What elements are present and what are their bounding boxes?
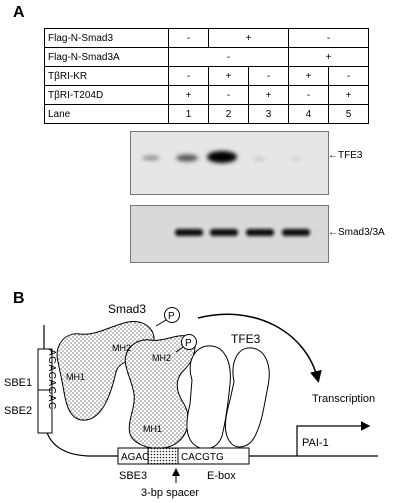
- band-lane-5: [282, 229, 310, 236]
- pai1-label: PAI-1: [302, 437, 329, 449]
- tfe3-lobe-right: [224, 347, 270, 448]
- band-lane-4: [253, 157, 265, 161]
- tfe3-lobe-left: [186, 345, 231, 450]
- table-row: Lane 1 2 3 4 5: [44, 104, 369, 124]
- sbe1-label: SBE1: [4, 377, 32, 389]
- band-lane-3: [207, 151, 237, 163]
- lane-number: 3: [248, 104, 289, 124]
- spacer-box: [147, 447, 179, 465]
- lane-number: 5: [328, 104, 369, 124]
- lane-number: 4: [288, 104, 329, 124]
- phospho-circle-1: [164, 307, 180, 323]
- arrow-left-icon: ←: [328, 227, 338, 238]
- agac-box-label: AGAC: [121, 452, 149, 463]
- condition-table: Flag-N-Smad3 - + - Flag-N-Smad3A - + TβR…: [44, 28, 369, 124]
- smad3-band-label: ←Smad3/3A: [328, 227, 385, 238]
- transcription-curved-arrow: [197, 313, 322, 383]
- smad3-subunit-2: [124, 335, 196, 449]
- panel-a-letter: A: [13, 4, 25, 21]
- arrow-left-icon: ←: [328, 150, 338, 161]
- mh1-label-1: MH1: [66, 372, 85, 382]
- band-lane-5: [291, 157, 301, 161]
- band-lane-2: [176, 154, 198, 162]
- table-row: Flag-N-Smad3A - +: [44, 47, 369, 67]
- sbe-vertical-sequence: AGACAGAC: [46, 349, 57, 410]
- smad3-label: Smad3: [108, 302, 146, 316]
- ebox-label: E-box: [207, 470, 236, 482]
- tfe3-band-label: ←TFE3: [328, 150, 363, 161]
- sbe2-label: SBE2: [4, 405, 32, 417]
- cacgtg-box: [177, 447, 250, 465]
- blot-tfe3-bands: [142, 151, 301, 163]
- phospho-link: [155, 319, 167, 327]
- transcription-label: Transcription: [312, 393, 375, 405]
- mh2-label-2: MH2: [152, 353, 171, 363]
- band-lane-4: [246, 229, 274, 236]
- tfe3-label: TFE3: [231, 332, 261, 346]
- lane-number: 1: [168, 104, 209, 124]
- phospho-circle-2: [181, 334, 197, 350]
- blot-smad3: [130, 205, 329, 263]
- lane-number: 2: [208, 104, 249, 124]
- cacgtg-box-label: CACGTG: [181, 452, 224, 463]
- sbe3-label: SBE3: [119, 470, 147, 482]
- mh1-label-2: MH1: [143, 424, 162, 434]
- blot-tfe3: [130, 131, 329, 195]
- phospho-label-1: P: [168, 311, 175, 322]
- promoter-arrow: [296, 421, 371, 456]
- phospho-link: [175, 346, 184, 353]
- mh2-label-1: MH2: [112, 343, 131, 353]
- spacer-label: 3-bp spacer: [141, 487, 199, 499]
- table-row: TβRI-T204D + - + - +: [44, 85, 369, 105]
- band-lane-3: [210, 229, 238, 236]
- panel-b-letter: B: [13, 290, 25, 307]
- phospho-label-2: P: [185, 338, 192, 349]
- sbe-vertical-box: [37, 348, 53, 434]
- band-lane-1: [142, 155, 160, 161]
- blot-smad3-bands: [175, 229, 310, 236]
- band-lane-2: [175, 229, 203, 236]
